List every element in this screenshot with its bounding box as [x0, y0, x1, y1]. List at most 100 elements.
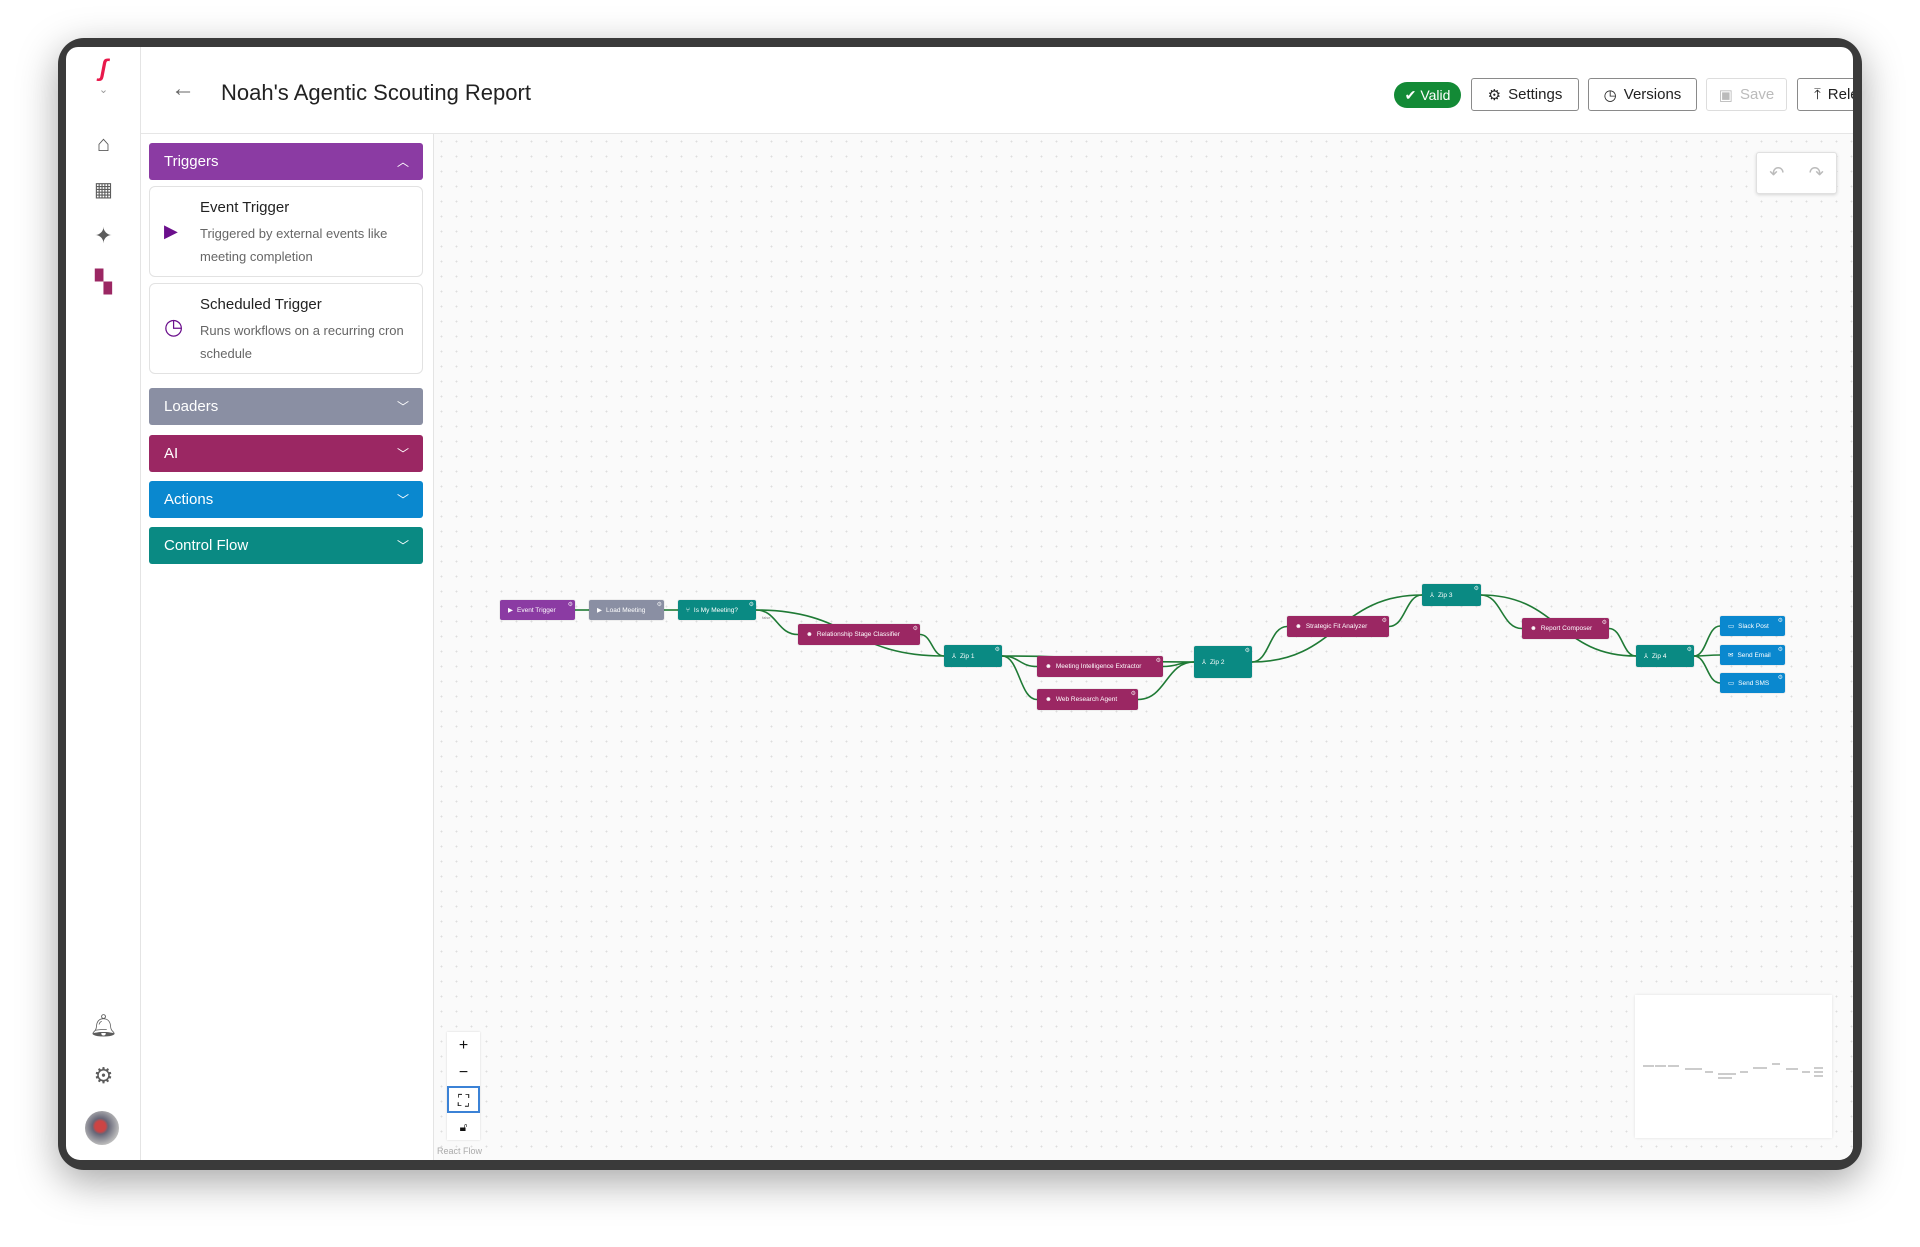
robot-icon: ☻	[1530, 625, 1537, 632]
node-settings-icon[interactable]: ⚙	[1155, 658, 1161, 664]
minimap-node	[1643, 1065, 1654, 1067]
flow-node-rc[interactable]: ☻Report Composer⚙	[1522, 618, 1609, 639]
flow-node-rsc[interactable]: ☻Relationship Stage Classifier ⚙	[798, 624, 920, 645]
minimap-node	[1655, 1065, 1666, 1067]
node-settings-icon[interactable]: ⚙	[1381, 618, 1387, 624]
node-settings-icon[interactable]: ⚙	[1777, 675, 1783, 681]
node-label: Zip 1	[959, 652, 975, 660]
versions-button[interactable]: ◷Versions	[1588, 78, 1697, 111]
flow-node-sfa[interactable]: ☻Strategic Fit Analyzer⚙	[1287, 616, 1389, 637]
flow-node-load[interactable]: ▶Load Meeting⚙	[589, 600, 664, 620]
lock-button[interactable]: 🔓︎	[447, 1113, 480, 1140]
icon-rail: ʃ ⌄ ⌂ ▦ ✦ ▚ 🔔︎ ⚙	[66, 47, 141, 1160]
flow-node-mie[interactable]: ☻Meeting Intelligence Extractor ⚙	[1037, 656, 1163, 677]
sparkle-icon[interactable]: ✦	[94, 223, 113, 248]
node-settings-icon[interactable]: ⚙	[1777, 618, 1783, 624]
minimap-node	[1667, 1065, 1679, 1067]
release-button[interactable]: ⤒Release	[1797, 78, 1853, 111]
node-label: Slack Post	[1738, 622, 1769, 630]
node-label: Zip 2	[1209, 658, 1225, 666]
flow-node-zip2[interactable]: ⅄Zip 2⚙	[1194, 646, 1252, 678]
gear-icon: ⚙	[1487, 86, 1502, 104]
section-control-flow[interactable]: Control Flow﹀	[149, 527, 423, 564]
upload-icon: ⤒	[1814, 86, 1821, 103]
undo-redo-toolbar: ↶↷	[1756, 152, 1837, 194]
node-settings-icon[interactable]: ⚙	[912, 626, 918, 632]
node-label: Event Trigger	[517, 606, 556, 614]
node-label: Web Research Agent	[1055, 696, 1118, 703]
minimap-node	[1740, 1071, 1749, 1074]
node-settings-icon[interactable]: ⚙	[1601, 620, 1607, 626]
node-label: Is My Meeting?	[693, 606, 738, 614]
merge-icon: ⅄	[1644, 653, 1648, 660]
section-ai[interactable]: AI﹀	[149, 435, 423, 472]
settings-button[interactable]: ⚙Settings	[1471, 78, 1579, 111]
play-icon: ▶	[597, 607, 602, 614]
chevron-down-icon[interactable]: ⌄	[98, 84, 109, 96]
node-settings-icon[interactable]: ⚙	[567, 602, 573, 608]
zoom-in-button[interactable]: +	[458, 1037, 469, 1054]
node-settings-icon[interactable]: ⚙	[1244, 648, 1250, 654]
node-label: Zip 3	[1437, 591, 1453, 599]
home-icon[interactable]: ⌂	[96, 131, 111, 156]
robot-icon: ☻	[806, 631, 813, 638]
section-triggers[interactable]: Triggers︿	[149, 143, 423, 180]
robot-icon: ☻	[1045, 663, 1052, 670]
save-icon: ▣	[1718, 86, 1733, 104]
branch-icon: ⑂	[686, 606, 690, 614]
flow-node-slack[interactable]: ▭Slack Post ⚙	[1720, 616, 1785, 636]
flow-node-zip3[interactable]: ⅄Zip 3 ⚙	[1422, 584, 1481, 606]
zoom-out-button[interactable]: −	[458, 1064, 469, 1081]
gear-icon[interactable]: ⚙	[93, 1063, 114, 1088]
back-arrow-icon[interactable]: ←	[171, 75, 195, 102]
logo-icon[interactable]: ʃ	[99, 55, 108, 82]
status-badge: ✔Valid	[1394, 82, 1461, 108]
node-label: Meeting Intelligence Extractor	[1055, 663, 1142, 670]
palette-item-scheduled-trigger[interactable]: ◷ Scheduled Trigger Runs workflows on a …	[149, 283, 423, 374]
node-settings-icon[interactable]: ⚙	[1777, 647, 1783, 653]
avatar[interactable]	[85, 1111, 119, 1145]
node-settings-icon[interactable]: ⚙	[1686, 647, 1692, 653]
merge-icon: ⅄	[1430, 592, 1434, 599]
node-palette: Triggers︿ ▶ Event Trigger Triggered by e…	[141, 134, 434, 1160]
minimap-node	[1786, 1067, 1799, 1070]
minimap[interactable]	[1635, 995, 1832, 1138]
chevron-down-icon: ﹀	[396, 400, 409, 414]
flow-node-zip4[interactable]: ⅄Zip 4⚙	[1636, 645, 1694, 667]
minimap-node	[1772, 1062, 1781, 1065]
flow-node-wra[interactable]: ☻Web Research Agent⚙	[1037, 689, 1138, 710]
bell-icon[interactable]: 🔔︎	[89, 1013, 118, 1038]
flow-node-zip1[interactable]: ⅄Zip 1⚙	[944, 645, 1002, 667]
zoom-controls: + − ⛶ 🔓︎	[447, 1032, 480, 1140]
flow-node-email[interactable]: ✉Send Email⚙	[1720, 645, 1785, 665]
node-settings-icon[interactable]: ⚙	[1130, 691, 1136, 697]
react-flow-attribution[interactable]: React Flow	[437, 1146, 483, 1156]
robot-icon: ☻	[1295, 623, 1302, 630]
section-loaders[interactable]: Loaders﹀	[149, 388, 423, 425]
clock-icon: ◷	[164, 314, 184, 339]
play-icon: ▶	[508, 607, 513, 614]
node-label: Relationship Stage Classifier	[816, 631, 900, 638]
flow-node-event[interactable]: ▶ Event Trigger ⚙	[500, 600, 575, 620]
calendar-icon[interactable]: ▦	[94, 179, 113, 201]
node-settings-icon[interactable]: ⚙	[994, 647, 1000, 653]
minimap-node	[1802, 1071, 1811, 1074]
chevron-down-icon: ﹀	[396, 447, 409, 461]
chat-icon: ▭	[1728, 680, 1735, 687]
node-settings-icon[interactable]: ⚙	[748, 602, 754, 608]
node-settings-icon[interactable]: ⚙	[1473, 586, 1479, 592]
redo-icon[interactable]: ↷	[1808, 162, 1824, 183]
fit-view-button[interactable]: ⛶	[447, 1086, 480, 1113]
chevron-up-icon: ︿	[396, 155, 409, 169]
palette-item-event-trigger[interactable]: ▶ Event Trigger Triggered by external ev…	[149, 186, 423, 277]
flow-node-sms[interactable]: ▭Send SMS⚙	[1720, 673, 1785, 693]
node-settings-icon[interactable]: ⚙	[656, 602, 662, 608]
flow-node-ismeet[interactable]: ⑂Is My Meeting? ⚙	[678, 600, 756, 620]
save-button[interactable]: ▣Save	[1706, 78, 1787, 111]
app-window: ʃ ⌄ ⌂ ▦ ✦ ▚ 🔔︎ ⚙ ← Noah's Agentic Scouti…	[66, 47, 1853, 1160]
chevron-down-icon: ﹀	[396, 493, 409, 507]
chat-icon: ▭	[1728, 623, 1735, 630]
workflow-icon[interactable]: ▚	[95, 269, 112, 294]
section-actions[interactable]: Actions﹀	[149, 481, 423, 518]
undo-icon[interactable]: ↶	[1769, 162, 1785, 183]
